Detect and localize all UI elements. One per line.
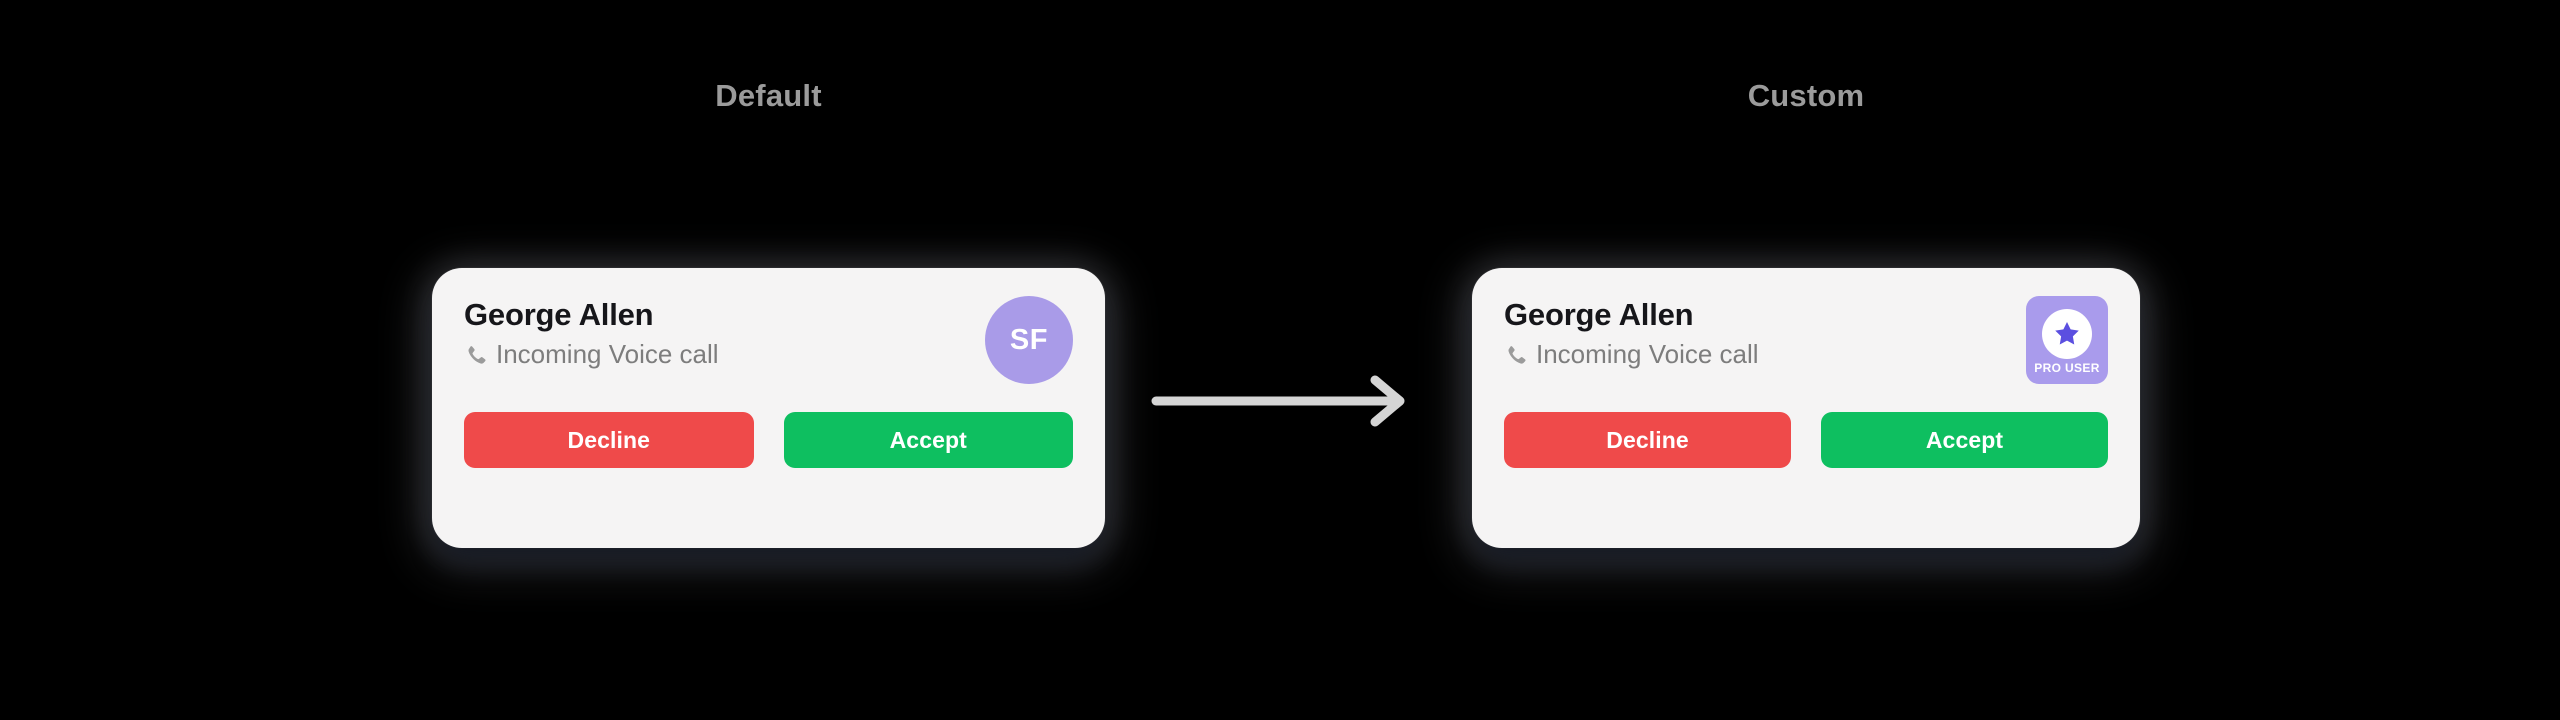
accept-button[interactable]: Accept (783, 412, 1073, 468)
custom-call-card: George Allen Incoming Voice call (1472, 268, 2140, 548)
default-section-caption: Default (715, 78, 822, 113)
phone-icon (1504, 344, 1527, 367)
call-status-text: Incoming Voice call (1536, 338, 1759, 369)
caller-name: George Allen (464, 297, 654, 332)
card-actions: Decline Accept (1504, 412, 2108, 468)
card-header: George Allen Incoming Voice call (1504, 296, 2108, 400)
accept-button[interactable]: Accept (1821, 412, 2108, 468)
decline-button[interactable]: Decline (464, 412, 754, 468)
arrow-right-icon (1150, 372, 1412, 430)
default-call-card: George Allen Incoming Voice call SF Decl… (432, 268, 1105, 548)
card-text-block: George Allen Incoming Voice call (1504, 296, 1759, 370)
badge-disc (2042, 308, 2092, 359)
pro-user-badge-label: PRO USER (2034, 360, 2100, 375)
star-icon (2055, 321, 2079, 344)
call-status-row: Incoming Voice call (464, 338, 719, 370)
card-text-block: George Allen Incoming Voice call (464, 296, 719, 370)
decline-button[interactable]: Decline (1504, 412, 1791, 468)
custom-section-caption: Custom (1747, 78, 1865, 113)
avatar: SF (985, 296, 1073, 384)
card-actions: Decline Accept (464, 412, 1073, 468)
card-header: George Allen Incoming Voice call SF (464, 296, 1073, 400)
call-status-text: Incoming Voice call (496, 338, 719, 369)
pro-user-badge: PRO USER (2026, 296, 2108, 384)
call-status-row: Incoming Voice call (1504, 338, 1759, 370)
caller-name: George Allen (1504, 297, 1694, 332)
phone-icon (464, 344, 487, 367)
